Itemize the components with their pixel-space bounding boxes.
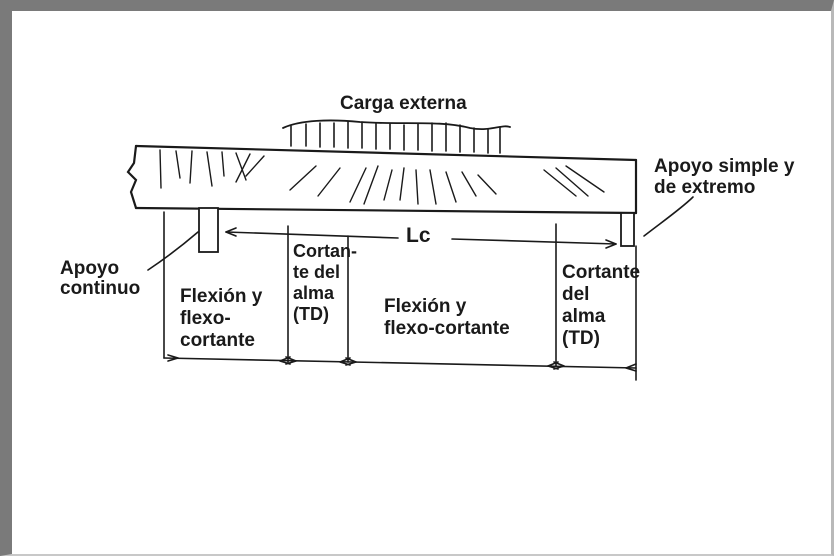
zone-web-shear-right-label: Cortante del alma (TD) xyxy=(562,262,641,349)
zone-flexure-left-label: Flexión y flexo- cortante xyxy=(180,286,263,351)
beam-cracks xyxy=(159,149,605,205)
span-dimension xyxy=(225,227,617,249)
continuous-support xyxy=(198,207,219,253)
simple-support-leader xyxy=(643,196,694,237)
external-load xyxy=(282,119,511,154)
load-curve xyxy=(282,119,511,131)
continuous-support-label: Apoyo continuo xyxy=(60,258,141,299)
zone-dividers xyxy=(163,211,637,381)
zone-dimension-line xyxy=(163,354,637,372)
span-label: Lc xyxy=(406,224,431,247)
beam-break-left xyxy=(126,144,138,210)
zone-web-shear-left-label: Cortan- te del alma (TD) xyxy=(293,241,357,324)
load-label: Carga externa xyxy=(340,93,467,114)
beam-top-edge xyxy=(134,144,638,162)
simple-support xyxy=(620,212,635,247)
beam xyxy=(126,144,638,215)
continuous-support-leader xyxy=(147,231,199,271)
zone-flexure-center-label: Flexión y flexo-cortante xyxy=(384,296,510,339)
simple-support-label: Apoyo simple y de extremo xyxy=(654,156,795,198)
beam-bottom-edge xyxy=(134,206,638,215)
